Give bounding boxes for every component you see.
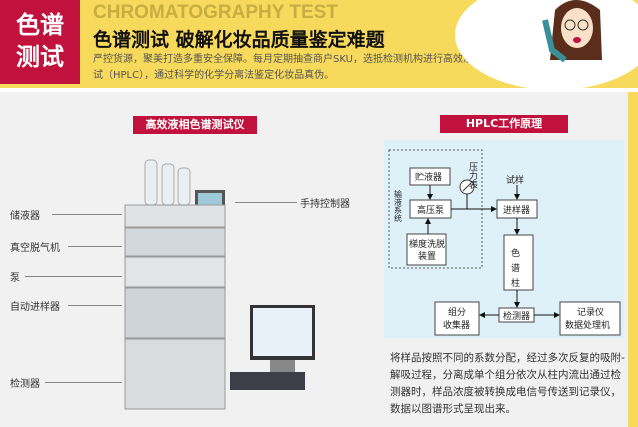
node-delivery-system: 输液系统 — [394, 189, 403, 223]
page-title: 色谱测试 破解化妆品质量鉴定难题 — [93, 29, 385, 51]
thought-cloud — [455, 0, 638, 90]
leader-line — [52, 214, 122, 215]
node-collector: 收集器 — [443, 319, 470, 331]
instrument-badge: 高效液相色谱测试仪 — [133, 116, 257, 134]
label-detector: 检测器 — [10, 379, 40, 390]
node-gradient: 梯度洗脱 — [409, 238, 445, 250]
hplc-principle-badge: HPLC工作原理 — [440, 115, 568, 133]
node-pump: 高压泵 — [417, 204, 444, 216]
node-detector: 检测器 — [503, 310, 530, 322]
node-injector: 进样器 — [503, 204, 530, 216]
hplc-description: 将样品按照不同的系数分配，经过多次反复的吸附- 解吸过程，分离成单个组分依次从柱… — [390, 352, 625, 415]
node-column: 色谱柱 — [509, 247, 520, 293]
node-recorder: 数据处理机 — [565, 319, 610, 331]
leader-line — [68, 305, 122, 306]
label-degasser: 真空脱气机 — [10, 243, 60, 254]
label-reservoir: 储液器 — [10, 211, 40, 222]
subtitle: 严控货源，聚美打造多重安全保障。每月定期抽查商户SKU，选抵检测机构进行高效液相… — [93, 54, 513, 81]
english-title: CHROMATOGRAPHY TEST — [93, 2, 338, 23]
node-recorder: 记录仪 — [577, 307, 604, 318]
label-controller: 手持控制器 — [300, 199, 350, 210]
right-border — [628, 92, 638, 427]
leader-line — [235, 202, 297, 203]
node-reservoir: 贮液器 — [415, 171, 442, 183]
node-gradient: 装置 — [418, 250, 436, 262]
label-pump: 泵 — [10, 273, 20, 284]
badge-line: 色谱 — [16, 11, 64, 39]
cartoon-girl-icon — [542, 0, 602, 63]
label-autosampler: 自动进样器 — [10, 302, 60, 313]
hplc-instrument-illustration — [124, 159, 315, 410]
leader-line — [25, 276, 122, 277]
section-badge: 色谱测试 — [0, 0, 80, 84]
leader-line — [68, 246, 122, 247]
node-pressure-gauge: 压力表 — [467, 162, 478, 190]
node-sample: 试样 — [506, 174, 524, 186]
node-collector: 组分 — [448, 306, 466, 318]
leader-line — [45, 382, 122, 383]
badge-line: 测试 — [16, 43, 64, 71]
header-banner: 色谱测试 CHROMATOGRAPHY TEST 色谱测试 破解化妆品质量鉴定难… — [0, 0, 638, 90]
